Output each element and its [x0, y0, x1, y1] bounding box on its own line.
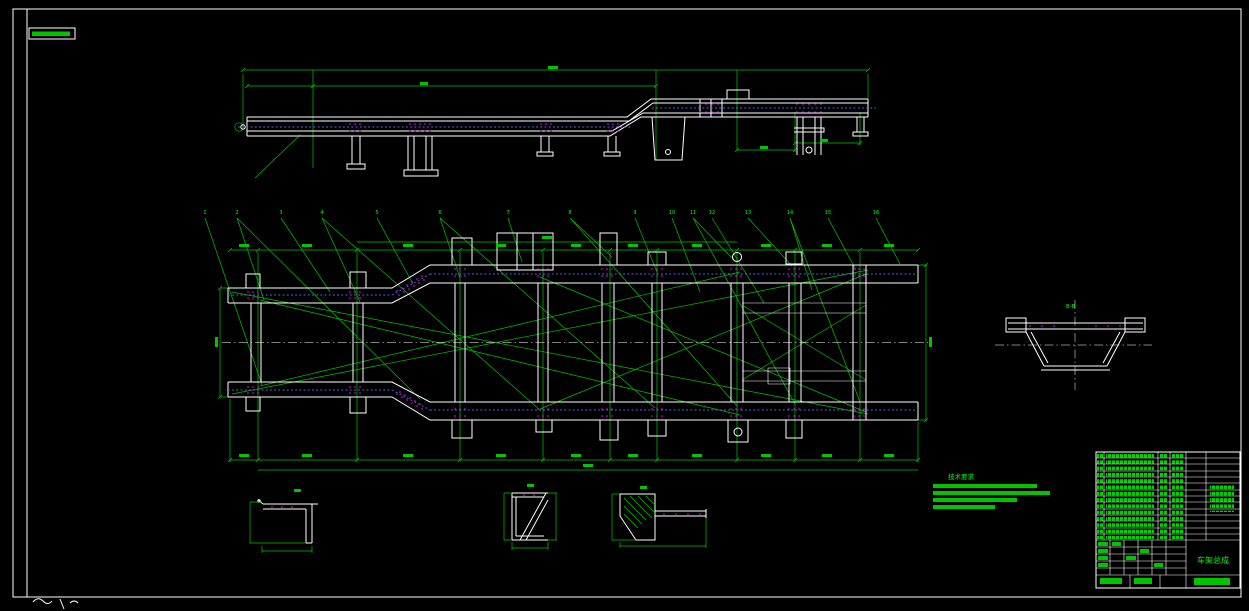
plan-rivet-dots	[247, 268, 865, 417]
border-outer	[12, 8, 1242, 598]
technical-notes: 技术要求	[933, 472, 1050, 509]
detail3-hatching	[623, 495, 656, 529]
detail3-dimensions	[611, 493, 707, 548]
detail2-dimensions	[503, 492, 557, 550]
detail-view-2	[503, 492, 557, 550]
callout-number: 12	[709, 210, 715, 216]
drawing-border	[12, 8, 1242, 598]
callout-number: 5	[375, 210, 378, 216]
plan-dimension-ticks	[217, 247, 929, 463]
detail3-outline	[619, 493, 707, 541]
drawing-title: 车架总成	[1197, 555, 1229, 565]
callout-number: 14	[787, 210, 793, 216]
callout-number: 4	[320, 210, 323, 216]
callout-number: 10	[669, 210, 675, 216]
callout-number: 2	[235, 210, 238, 216]
callout-number: 11	[690, 210, 696, 216]
side-elevation-view	[234, 67, 876, 179]
plan-view: 1 2 3 4 5 6 7 8 9 10 11 12 13 14 15 16	[203, 210, 929, 471]
detail-view-1	[249, 499, 318, 553]
plan-dimension-chains	[219, 241, 927, 471]
notes-title: 技术要求	[948, 472, 975, 481]
crossmembers	[250, 265, 867, 420]
title-block: 车架总成	[1095, 451, 1241, 589]
cross-section-view: B-B	[995, 300, 1152, 390]
drawing-number-box	[28, 27, 76, 40]
title-block-lower-grid	[1096, 540, 1240, 588]
note-line	[933, 505, 995, 509]
callout-number: 16	[873, 210, 879, 216]
inner-longitudinal-members	[742, 302, 866, 385]
side-centerline	[238, 107, 876, 128]
section-centerlines	[995, 300, 1152, 390]
dimension-text-marks	[215, 66, 932, 492]
spring-hanger-pin	[665, 149, 671, 155]
callout-number: 7	[506, 210, 509, 216]
shackle-pin	[805, 146, 813, 154]
callout-number: 1	[203, 210, 206, 216]
section-label: B-B	[1066, 304, 1076, 310]
drawing-code-text-bar	[1194, 578, 1230, 585]
callout-number: 15	[825, 210, 831, 216]
title-block-frame	[1095, 451, 1241, 589]
callout-number: 3	[279, 210, 282, 216]
callout-number: 8	[568, 210, 571, 216]
drawing-number-text-bar	[32, 31, 70, 36]
side-rail-outline	[246, 98, 869, 137]
parts-list-remark-column-text	[1210, 484, 1234, 512]
upper-brackets	[245, 232, 803, 289]
side-dimension-ticks	[240, 67, 871, 153]
mount-hole-lower	[733, 427, 743, 437]
note-line	[933, 491, 1050, 495]
note-line	[933, 484, 1037, 488]
detail1-outline	[257, 499, 318, 544]
side-dimension-lines	[242, 69, 869, 179]
note-line	[933, 498, 1017, 502]
detail2-outline	[511, 492, 549, 541]
side-rivet-dots	[349, 103, 822, 132]
rail-rivet-centerlines	[228, 273, 918, 411]
drawing-number-frame	[28, 27, 76, 40]
mount-hole-upper	[732, 252, 742, 262]
handwritten-marks	[32, 598, 79, 610]
parts-list-grid	[1096, 452, 1240, 541]
title-block-small-text-bars	[1098, 542, 1230, 585]
callout-number: 9	[633, 210, 636, 216]
tow-hook	[240, 124, 246, 130]
callout-number: 6	[438, 210, 441, 216]
section-outline	[1005, 317, 1146, 371]
detail-view-3	[611, 493, 707, 548]
detail1-dimensions	[249, 501, 313, 553]
lower-brackets	[245, 396, 803, 443]
callout-number: 13	[745, 210, 751, 216]
callout-balloons: 1 2 3 4 5 6 7 8 9 10 11 12 13 14 15 16	[203, 210, 879, 216]
